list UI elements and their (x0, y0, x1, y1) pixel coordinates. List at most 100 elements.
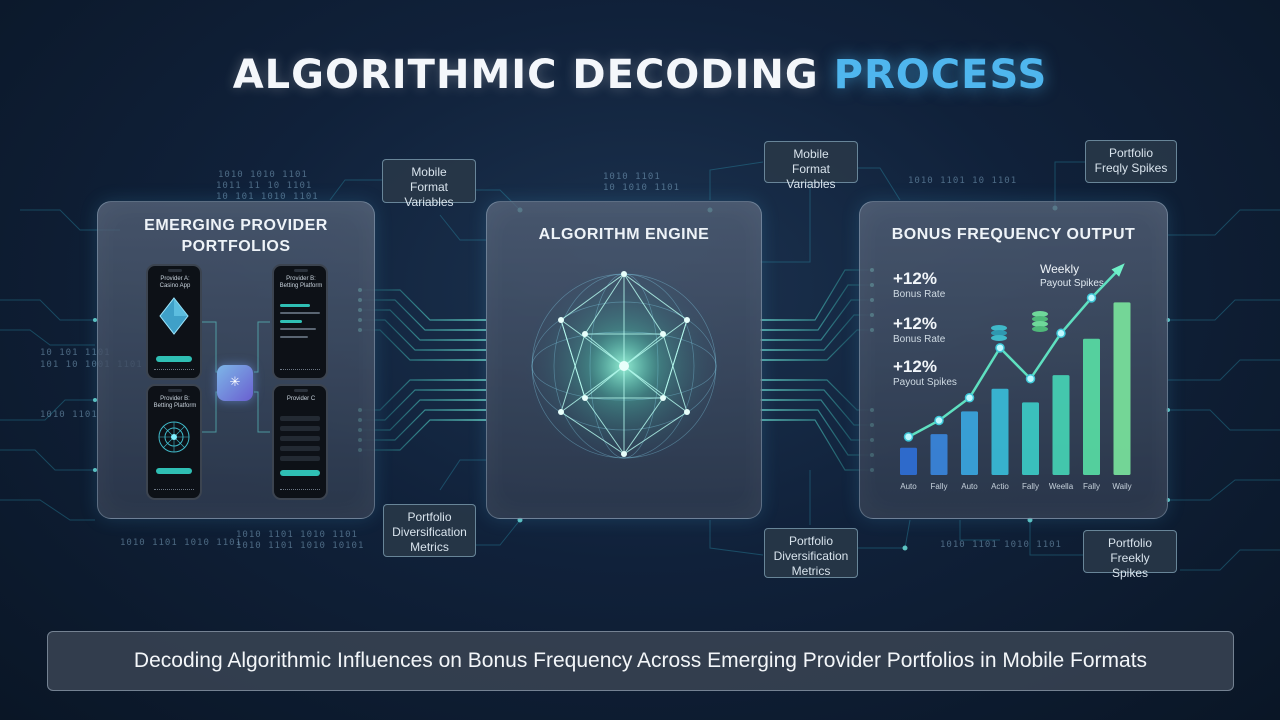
binary-text: 10 1010 1101 (603, 183, 681, 193)
chart-tick-label: Actio (991, 482, 1009, 491)
page-title: ALGORITHMIC DECODING PROCESS (0, 52, 1280, 98)
chart-tick-label: Weella (1049, 482, 1074, 491)
phone-nav (154, 489, 194, 493)
binary-text: 10 101 1101 (40, 348, 111, 358)
chart-tick-label: Auto (961, 482, 978, 491)
panel-title-line: EMERGING PROVIDER (144, 217, 328, 234)
callout-line: Variables (786, 177, 836, 191)
phone-line (280, 328, 316, 330)
callout-line: Portfolio (788, 534, 834, 548)
phone-row (280, 456, 320, 461)
panel-title-line: PORTFOLIOS (181, 238, 291, 255)
callout-portfolio-diversification-metrics: Portfolio Diversification Metrics (383, 504, 476, 557)
diamond-icon (159, 297, 189, 335)
chart-bar (1113, 302, 1131, 475)
phone-provider-b-bottom: Provider B: Betting Platform (146, 384, 202, 500)
phone-provider-a: Provider A: Casino App (146, 264, 202, 380)
phone-provider-b-top: Provider B: Betting Platform (272, 264, 328, 380)
phone-line (280, 336, 308, 338)
phone-label: Provider C (286, 396, 316, 402)
callout-portfolio-spikes: Portfolio Freekly Spikes (1083, 530, 1177, 580)
chart-bar (991, 388, 1009, 475)
binary-text: 1010 1101 1010 1101 (236, 530, 358, 540)
stat-value: +12% (893, 269, 937, 288)
callout-line: Metrics (410, 540, 449, 554)
panel-algorithm-engine: ALGORITHM ENGINE (486, 201, 762, 519)
phone-row (280, 436, 320, 441)
callout-line: Variables (404, 195, 454, 209)
chart-tick-label: Fally (1083, 482, 1100, 491)
phone-progress (280, 320, 302, 323)
chart-tick-label: Waily (1112, 482, 1131, 491)
phone-notch (294, 389, 308, 392)
callout-line: Portfolio (1108, 146, 1154, 160)
binary-text: 1010 1101 10 1101 (908, 176, 1018, 186)
callout-line: Metrics (791, 564, 831, 578)
callout-line: Freekly Spikes (1110, 551, 1150, 580)
coin-stack-icon (991, 325, 1007, 341)
binary-text: 1010 1101 1010 1101 (940, 540, 1062, 550)
binary-text: 1010 1101 1010 1101 (120, 538, 242, 548)
binary-text: 1011 11 10 1101 (216, 181, 313, 191)
binary-text: 1010 1101 (40, 410, 98, 420)
phone-row (280, 426, 320, 431)
callout-portfolio-diversification-metrics: Portfolio Diversification Metrics (764, 528, 858, 578)
phone-line (280, 312, 320, 314)
callout-line: Portfolio (1107, 536, 1153, 550)
callout-line: Mobile Format (409, 165, 448, 194)
phone-label: Provider A: Casino App (159, 276, 191, 289)
binary-text: 1010 1101 (603, 172, 661, 182)
chart-tick-label: Fally (1022, 482, 1039, 491)
phone-notch (168, 389, 182, 392)
phone-label: Provider B: Betting Platform (279, 276, 323, 289)
chart-point (964, 393, 975, 403)
stat-label: Bonus Rate (893, 334, 946, 345)
chart-bar (930, 434, 948, 475)
phone-provider-c: Provider C (272, 384, 328, 500)
chart-point (903, 432, 914, 442)
binary-text: 1010 1101 1010 10101 (236, 541, 365, 551)
title-main: ALGORITHMIC DECODING (232, 52, 819, 98)
phone-notch (294, 269, 308, 272)
chart-point (1025, 373, 1036, 384)
phone-button (156, 356, 192, 362)
chart-bar (900, 447, 917, 475)
phone-nav (280, 489, 320, 493)
chart-point (1086, 293, 1097, 303)
stat-value: +12% (893, 314, 937, 333)
chart-trend-line (907, 265, 1123, 438)
chart-bar (1083, 338, 1100, 475)
chart-annotation-line: Weekly (1040, 262, 1079, 276)
caption-bar: Decoding Algorithmic Influences on Bonus… (47, 631, 1234, 691)
chart-point (1056, 328, 1066, 339)
phone-nav (154, 369, 194, 373)
phone-connectors (202, 321, 270, 433)
phone-button (280, 470, 320, 476)
chart-bar (1022, 402, 1039, 475)
panel-bonus-frequency-output: BONUS FREQUENCY OUTPUT +12% Bonus Rate +… (859, 201, 1168, 519)
callout-line: Portfolio (407, 510, 452, 524)
radar-icon (158, 421, 190, 453)
chart-tick-label: Fally (931, 482, 948, 491)
phone-nav (280, 369, 320, 373)
chart-bar (1052, 375, 1070, 475)
callout-mobile-format-variables: Mobile Format Variables (382, 159, 476, 209)
panel-title-right: BONUS FREQUENCY OUTPUT (891, 226, 1136, 243)
chart-bar (961, 411, 978, 475)
panel-title-center: ALGORITHM ENGINE (538, 226, 710, 243)
stat-block: +12% Payout Spikes (893, 357, 957, 389)
stat-label: Bonus Rate (893, 289, 946, 300)
chart-trend-arrow (1111, 263, 1125, 277)
phone-label: Provider B: Betting Platform (153, 396, 197, 409)
phone-button (156, 468, 192, 474)
coin-stack-icon (1032, 311, 1048, 332)
phone-row (280, 446, 320, 451)
phone-row (280, 416, 320, 421)
callout-line: Diversification (392, 525, 467, 539)
hub-app-icon: ✳ (217, 365, 253, 401)
network-sphere-icon (524, 266, 724, 466)
callout-portfolio-spikes: Portfolio Freqly Spikes (1085, 140, 1177, 183)
stat-block: +12% Bonus Rate (893, 269, 945, 301)
chart-point (934, 415, 944, 426)
